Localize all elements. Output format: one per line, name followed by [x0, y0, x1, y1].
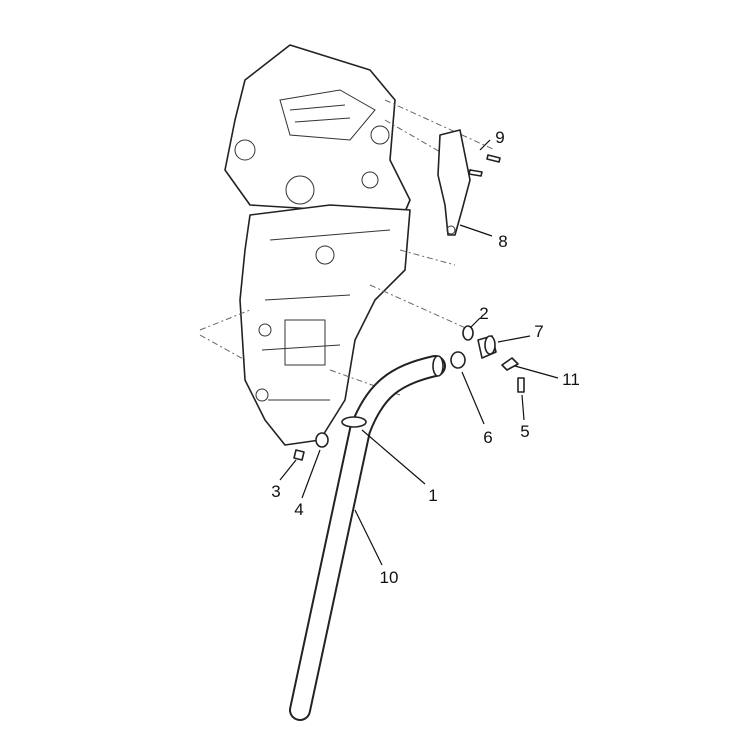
callout-5: 5 — [520, 422, 530, 441]
clamp-1 — [341, 416, 367, 428]
callout-6: 6 — [483, 428, 493, 447]
breather-tube-10 — [289, 355, 446, 721]
screw-9b — [468, 169, 483, 177]
screw-9 — [486, 154, 501, 163]
callout-7: 7 — [534, 322, 544, 341]
leader-lines — [279, 139, 559, 566]
screw-5 — [517, 377, 525, 393]
cover-bracket-8 — [437, 129, 471, 236]
engine-case — [239, 204, 411, 446]
screw-3 — [293, 449, 305, 461]
callout-2: 2 — [479, 304, 489, 323]
callout-10: 10 — [379, 568, 399, 587]
callout-11: 11 — [562, 370, 580, 389]
callout-1: 1 — [428, 486, 438, 505]
washer-4 — [315, 432, 329, 448]
o-ring-2 — [462, 325, 474, 341]
clamp-6 — [450, 351, 466, 369]
callout-9: 9 — [495, 128, 505, 147]
callout-4: 4 — [294, 500, 304, 519]
callout-8: 8 — [498, 232, 508, 251]
clip-11 — [501, 357, 519, 371]
callout-3: 3 — [271, 482, 281, 501]
